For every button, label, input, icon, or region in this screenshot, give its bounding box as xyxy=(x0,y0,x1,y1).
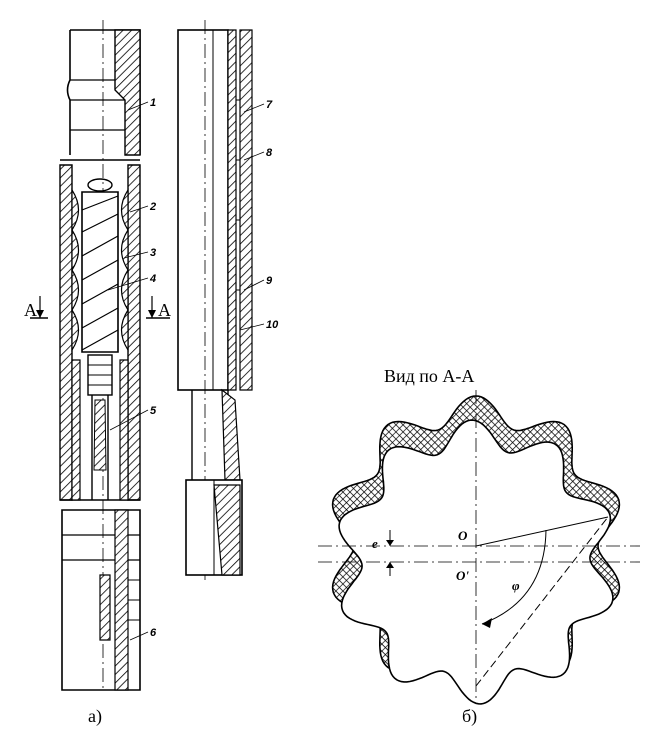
angle-label: φ xyxy=(512,578,520,593)
section-marker-right: А xyxy=(146,296,171,320)
point-o-prime: O' xyxy=(456,568,469,583)
callout-7: 7 xyxy=(266,99,273,111)
cross-section-view: Вид по А-А e O O' φ xyxy=(318,366,640,705)
view-title: Вид по А-А xyxy=(384,366,474,386)
section-label-left: А xyxy=(24,300,37,320)
section-label-right: А xyxy=(158,300,171,320)
callout-8: 8 xyxy=(266,147,273,159)
callout-1: 1 xyxy=(150,97,156,109)
callout-5: 5 xyxy=(150,405,157,417)
caption-a: а) xyxy=(88,706,102,727)
callout-10: 10 xyxy=(266,319,279,331)
point-o: O xyxy=(458,528,468,543)
turbine-assembly-right: 7 8 9 10 xyxy=(177,20,279,580)
section-marker-left: А xyxy=(24,296,48,320)
eccentricity-label: e xyxy=(372,536,378,551)
motor-assembly-left: А А 1 2 3 4 5 6 xyxy=(24,20,171,691)
callout-4: 4 xyxy=(149,273,156,285)
callout-9: 9 xyxy=(266,275,273,287)
callout-2: 2 xyxy=(149,201,156,213)
caption-b: б) xyxy=(462,706,477,727)
callout-6: 6 xyxy=(150,627,157,639)
callout-3: 3 xyxy=(150,247,156,259)
